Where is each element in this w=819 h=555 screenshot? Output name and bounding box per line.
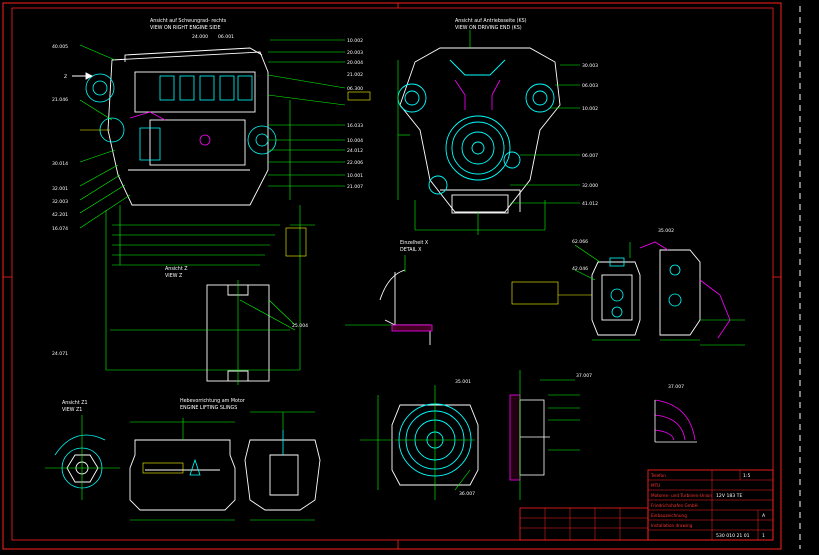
callout: 10.004 [347, 138, 363, 144]
callout: 21.007 [347, 184, 363, 190]
drive-end-title: Ansicht auf Antriebsseite (KS) [455, 18, 527, 24]
title-row: Installation drawing [651, 523, 693, 528]
scale: 1:5 [743, 473, 750, 479]
view-z1-title: Ansicht Z1 [62, 400, 88, 406]
flywheel-view: 35.001 36.007 [360, 379, 479, 500]
callout: 10.002 [347, 38, 363, 44]
view-z1: Ansicht Z1 VIEW Z1 [45, 400, 120, 500]
callout: 10.001 [347, 173, 363, 179]
title-block: Telefon MTU Motoren- und Turbinen-Union … [519, 469, 774, 541]
callout: 16.033 [347, 123, 363, 129]
revision: A [762, 513, 766, 519]
left-callouts: 40.005 21.046 30.014 32.001 32.003 42.20… [52, 44, 68, 357]
model-name: 12V 183 TE [716, 493, 742, 499]
callout: 25.004 [292, 323, 308, 329]
title-row: Einbauzeichnung [651, 513, 687, 518]
detail-x-subtitle: DETAIL X [400, 247, 422, 253]
callout: 30.003 [582, 63, 598, 69]
callout: 32.001 [52, 186, 68, 192]
drive-end-subtitle: VIEW ON DRIVING END (KS) [455, 25, 522, 31]
title-row: Telefon [650, 473, 666, 478]
lifting-title: Hebevorrichtung am Motor [180, 398, 245, 404]
lifting-slings: Hebevorrichtung am Motor ENGINE LIFTING … [129, 398, 321, 521]
callout: 30.014 [52, 161, 68, 167]
right-side-callouts: 10.002 20.003 20.004 21.002 06.300 16.03… [192, 34, 363, 190]
view-z-title: Ansicht Z [165, 266, 188, 272]
callout: 06.003 [582, 83, 598, 89]
callout: 35.001 [455, 379, 471, 385]
callout: 20.004 [347, 60, 363, 66]
arc-detail: 37.007 [654, 384, 697, 443]
callout: 22.006 [347, 160, 363, 166]
callout: 41.012 [582, 201, 598, 207]
right-side-view: Ansicht auf Schwungrad- rechts VIEW ON R… [52, 18, 371, 371]
callout: 24.071 [52, 351, 68, 357]
title-row: Friedrichshafen GmbH [651, 503, 698, 508]
callout: 20.003 [347, 50, 363, 56]
callout: 32.000 [582, 183, 598, 189]
side-detail: 62.066 42.046 35.002 [511, 228, 745, 346]
callout: 21.046 [52, 97, 68, 103]
callout: 35.002 [658, 228, 674, 234]
callout: 06.007 [582, 153, 598, 159]
callout: 42.046 [572, 266, 588, 272]
arrow-z-label: Z [64, 74, 67, 80]
callout: 37.007 [668, 384, 684, 390]
callout: 37.007 [576, 373, 592, 379]
callout: 32.003 [52, 199, 68, 205]
title-row: Motoren- und Turbinen-Union [651, 493, 712, 498]
callout: 24.000 [192, 34, 208, 40]
callout: 24.012 [347, 148, 363, 154]
view-z: Ansicht Z VIEW Z 25.004 [110, 266, 308, 385]
view-z1-subtitle: VIEW Z1 [62, 407, 82, 413]
sheet-number: 1 [762, 533, 765, 539]
callout: 21.002 [347, 72, 363, 78]
callout: 36.007 [459, 491, 475, 497]
title-row: MTU [651, 483, 660, 488]
callout: 42.201 [52, 212, 68, 218]
view-z-subtitle: VIEW Z [165, 273, 183, 279]
callout: 40.005 [52, 44, 68, 50]
flywheel-section: 37.007 [509, 370, 592, 500]
callout: 06.001 [218, 34, 234, 40]
right-view-title: Ansicht auf Schwungrad- rechts [150, 18, 227, 24]
callout: 10.002 [582, 106, 598, 112]
drawing-number: 530 010 21 01 [716, 533, 750, 539]
callout: 62.066 [572, 239, 588, 245]
callout: 06.300 [347, 86, 363, 92]
sheet-frame [2, 2, 782, 550]
right-view-subtitle: VIEW ON RIGHT ENGINE SIDE [150, 25, 221, 31]
detail-x-title: Einzelheit X [400, 240, 429, 246]
drive-end-view: Ansicht auf Antriebsseite (KS) VIEW ON D… [397, 18, 598, 235]
callout: 16.074 [52, 226, 68, 232]
lifting-subtitle: ENGINE LIFTING SLINGS [180, 405, 237, 411]
detail-x: Einzelheit X DETAIL X [345, 240, 433, 345]
